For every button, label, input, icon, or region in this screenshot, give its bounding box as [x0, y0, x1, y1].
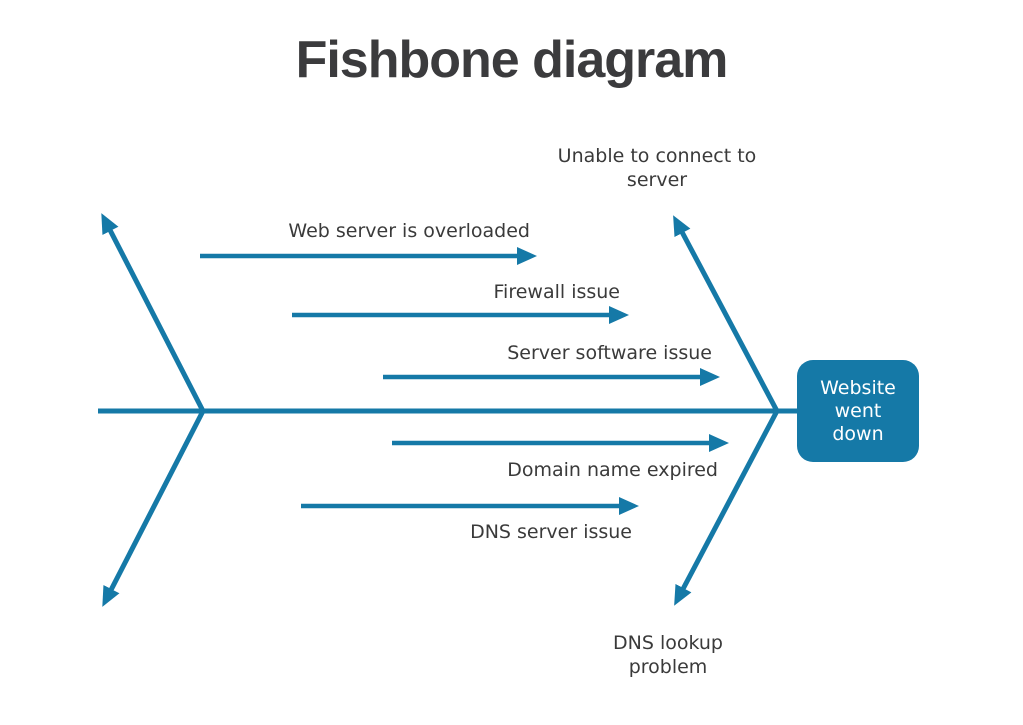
cause-label-server-software-issue: Server software issue — [507, 342, 712, 364]
branch-label-unable-to-connect: Unable to connect to server — [557, 145, 757, 191]
tail-bottom-arrow — [102, 409, 206, 607]
head-top-arrow — [673, 215, 780, 413]
effect-label: Website went down — [820, 376, 896, 445]
page-title: Fishbone diagram — [295, 31, 729, 89]
cause-label-domain-name-expired: Domain name expired — [507, 459, 718, 481]
effect-box: Website went down — [797, 360, 919, 462]
branch-label-dns-lookup-problem: DNS lookup problem — [613, 632, 723, 678]
tail-top-arrow — [101, 213, 206, 413]
cause-label-web-server-overloaded: Web server is overloaded — [288, 220, 530, 242]
cause-label-firewall-issue: Firewall issue — [493, 281, 621, 303]
head-bottom-arrow — [674, 409, 780, 606]
cause-label-dns-server-issue: DNS server issue — [470, 521, 632, 543]
